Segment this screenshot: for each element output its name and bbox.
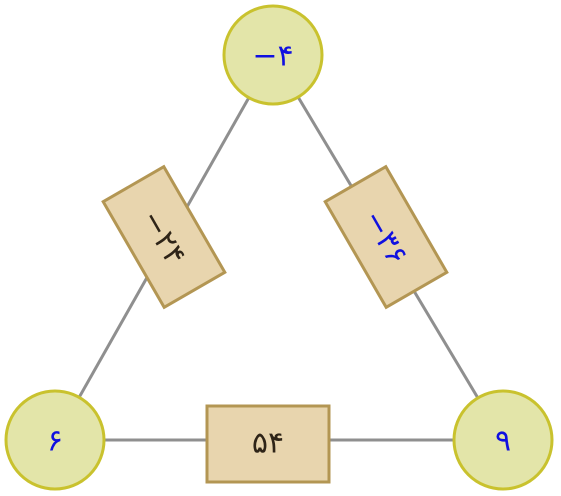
edge-box-top-right: −۳۶	[323, 164, 449, 310]
edge-box-bottom: ۵۴	[205, 404, 331, 484]
edge-value-bottom: ۵۴	[252, 426, 284, 461]
node-top: −۴	[222, 4, 324, 106]
node-value-right: ۹	[495, 424, 511, 459]
node-value-left: ۶	[47, 424, 63, 459]
edge-box-top-left: −۲۴	[101, 164, 227, 310]
node-left: ۶	[4, 389, 106, 491]
node-value-top: −۴	[252, 39, 293, 74]
node-right: ۹	[452, 389, 554, 491]
